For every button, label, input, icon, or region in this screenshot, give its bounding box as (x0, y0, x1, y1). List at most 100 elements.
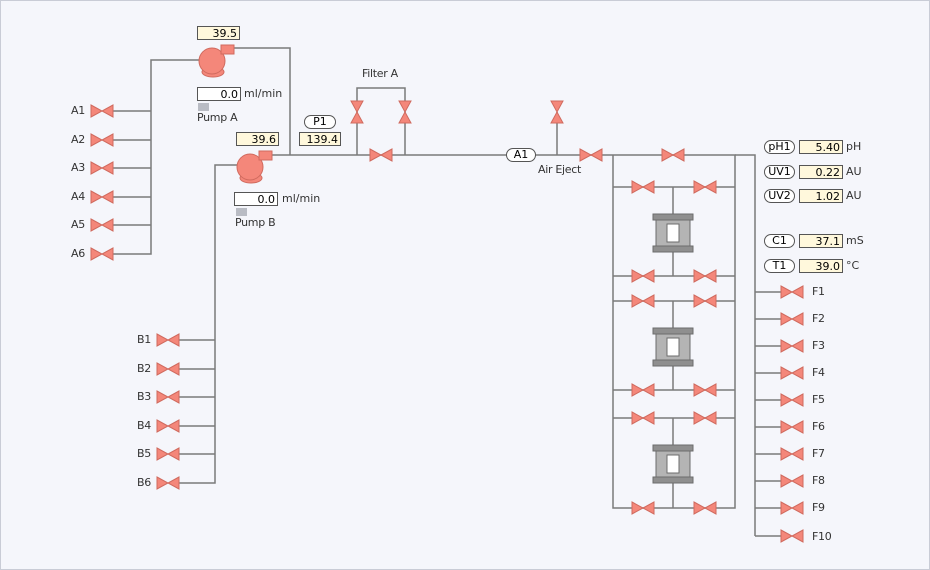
inlet-b3-label: B3 (137, 390, 151, 403)
column-valve-right-4-icon[interactable] (693, 383, 717, 397)
column-valve-left-2-icon[interactable] (631, 269, 655, 283)
pressure-sensor-p1[interactable]: P1 (304, 115, 336, 129)
monitor-c1-unit: mS (846, 234, 864, 247)
filter-in-valve-icon[interactable] (350, 100, 364, 124)
inlet-a4-valve-icon[interactable] (90, 190, 114, 204)
monitor-uv2-tag[interactable]: UV2 (764, 189, 795, 203)
column-2-icon[interactable] (652, 327, 694, 367)
inlet-b5-label: B5 (137, 447, 151, 460)
column-valve-left-6-icon[interactable] (631, 501, 655, 515)
column-3-icon[interactable] (652, 444, 694, 484)
pressure-value: 139.4 (299, 132, 341, 146)
fraction-f8-label: F8 (812, 474, 825, 487)
inlet-b6-valve-icon[interactable] (156, 476, 180, 490)
fraction-f9-label: F9 (812, 501, 825, 514)
fraction-f10-valve-icon[interactable] (780, 529, 804, 543)
monitor-ph1-tag[interactable]: pH1 (764, 140, 795, 154)
air-sensor-a1[interactable]: A1 (506, 148, 536, 162)
pump-b-icon[interactable] (236, 150, 273, 184)
filter-bypass-valve-icon[interactable] (369, 148, 393, 162)
inlet-b3-valve-icon[interactable] (156, 390, 180, 404)
column-valve-right-5-icon[interactable] (693, 411, 717, 425)
inlet-a6-valve-icon[interactable] (90, 247, 114, 261)
column-valve-left-3-icon[interactable] (631, 294, 655, 308)
inlet-a3-valve-icon[interactable] (90, 161, 114, 175)
monitor-uv2-unit: AU (846, 189, 862, 202)
pump-b-status-indicator (236, 208, 247, 216)
inlet-b2-valve-icon[interactable] (156, 362, 180, 376)
monitor-uv1-unit: AU (846, 165, 862, 178)
filter-out-valve-icon[interactable] (398, 100, 412, 124)
column-1-icon[interactable] (652, 213, 694, 253)
inlet-a4-label: A4 (71, 190, 85, 203)
inlet-a5-label: A5 (71, 218, 85, 231)
fraction-f9-valve-icon[interactable] (780, 501, 804, 515)
column-bypass-valve-icon[interactable] (661, 148, 685, 162)
fraction-f7-label: F7 (812, 447, 825, 460)
pump-b-setpoint[interactable]: 39.6 (236, 132, 279, 146)
fraction-f5-label: F5 (812, 393, 825, 406)
fraction-f1-valve-icon[interactable] (780, 285, 804, 299)
fraction-f2-label: F2 (812, 312, 825, 325)
pump-a-status-indicator (198, 103, 209, 111)
column-valve-left-1-icon[interactable] (631, 180, 655, 194)
monitor-t1-value: 39.0 (799, 259, 843, 273)
valves-layer (90, 100, 804, 543)
fraction-f6-valve-icon[interactable] (780, 420, 804, 434)
pump-b-flow[interactable]: 0.0 (234, 192, 278, 206)
inlet-a3-label: A3 (71, 161, 85, 174)
inlet-b6-label: B6 (137, 476, 151, 489)
pump-a-label: Pump A (197, 111, 238, 124)
column-valve-left-4-icon[interactable] (631, 383, 655, 397)
pump-a-flow[interactable]: 0.0 (197, 87, 241, 101)
inlet-b1-valve-icon[interactable] (156, 333, 180, 347)
monitor-uv1-tag[interactable]: UV1 (764, 165, 795, 179)
inlet-a1-valve-icon[interactable] (90, 104, 114, 118)
pump-b-flow-unit: ml/min (282, 192, 321, 205)
monitor-uv1-value: 0.22 (799, 165, 843, 179)
column-valve-right-1-icon[interactable] (693, 180, 717, 194)
fraction-f1-label: F1 (812, 285, 825, 298)
fraction-f3-valve-icon[interactable] (780, 339, 804, 353)
monitor-t1-tag[interactable]: T1 (764, 259, 795, 273)
monitor-t1-unit: °C (846, 259, 860, 272)
fraction-f7-valve-icon[interactable] (780, 447, 804, 461)
column-valve-right-6-icon[interactable] (693, 501, 717, 515)
monitor-ph1-unit: pH (846, 140, 862, 153)
column-valve-left-5-icon[interactable] (631, 411, 655, 425)
filter-label: Filter A (362, 67, 398, 80)
inlet-b4-label: B4 (137, 419, 151, 432)
fraction-f4-valve-icon[interactable] (780, 366, 804, 380)
inlet-a1-label: A1 (71, 104, 85, 117)
inlet-b5-valve-icon[interactable] (156, 447, 180, 461)
pump-a-icon[interactable] (198, 44, 235, 78)
inlet-a5-valve-icon[interactable] (90, 218, 114, 232)
fraction-f6-label: F6 (812, 420, 825, 433)
air-eject-label: Air Eject (538, 163, 582, 176)
fraction-f10-label: F10 (812, 530, 832, 543)
monitor-c1-value: 37.1 (799, 234, 843, 248)
pump-a-setpoint[interactable]: 39.5 (197, 26, 240, 40)
fraction-f4-label: F4 (812, 366, 825, 379)
column-valve-right-3-icon[interactable] (693, 294, 717, 308)
pump-b-label: Pump B (235, 216, 276, 229)
pump-a-flow-unit: ml/min (244, 87, 283, 100)
fraction-f3-label: F3 (812, 339, 825, 352)
monitor-c1-tag[interactable]: C1 (764, 234, 795, 248)
monitor-uv2-value: 1.02 (799, 189, 843, 203)
inlet-b2-label: B2 (137, 362, 151, 375)
column-valve-right-2-icon[interactable] (693, 269, 717, 283)
inlet-b4-valve-icon[interactable] (156, 419, 180, 433)
fraction-f5-valve-icon[interactable] (780, 393, 804, 407)
fraction-f2-valve-icon[interactable] (780, 312, 804, 326)
inlet-b1-label: B1 (137, 333, 151, 346)
inlet-a2-label: A2 (71, 133, 85, 146)
monitor-ph1-value: 5.40 (799, 140, 843, 154)
inlet-a2-valve-icon[interactable] (90, 133, 114, 147)
air-eject-valve-icon[interactable] (550, 100, 564, 124)
inlet-a6-label: A6 (71, 247, 85, 260)
fraction-f8-valve-icon[interactable] (780, 474, 804, 488)
column-inlet-valve-icon[interactable] (579, 148, 603, 162)
